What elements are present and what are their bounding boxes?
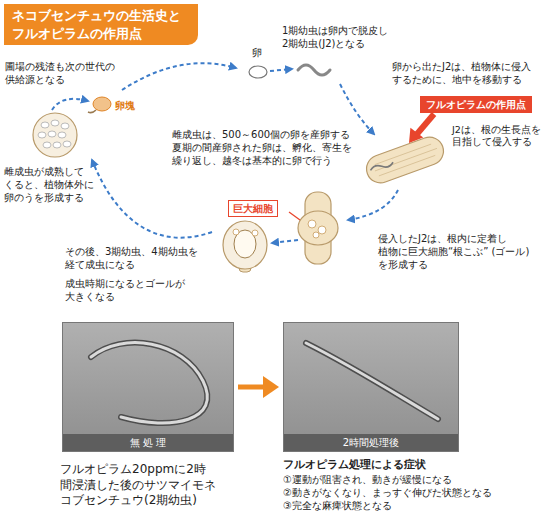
female-with-eggs xyxy=(33,113,77,157)
galled-root xyxy=(298,192,338,264)
arrow-head xyxy=(263,376,279,398)
micrograph xyxy=(284,323,459,452)
cycle-arrow xyxy=(340,84,374,134)
root-body xyxy=(363,133,448,187)
invading-larva xyxy=(370,160,394,173)
annotation: その後、3期幼虫、4期幼虫を 経て成虫になる xyxy=(65,245,207,271)
annotation: ③完全な麻痺状態となる xyxy=(283,499,392,512)
nematode-outline xyxy=(306,343,438,419)
nematode-body xyxy=(306,343,438,419)
root-cells xyxy=(373,143,439,177)
giant-cell xyxy=(252,230,258,236)
giant-cell-label-box: 巨大細胞 xyxy=(228,200,278,217)
egg-mass-blob xyxy=(93,97,111,111)
j2-larva xyxy=(298,65,330,75)
connector-line xyxy=(238,385,266,390)
annotation: 圃場の残渣も次の世代の 供給源となる xyxy=(5,60,123,86)
leader-line xyxy=(289,212,300,220)
cycle-arrow xyxy=(52,99,88,110)
photo-caption: フルオピラム20ppmに2時 間浸漬した後のサツマイモネ コブセンチュウ(2期幼… xyxy=(60,462,228,509)
nematode-outline xyxy=(91,343,207,423)
annotation: 卵から出たJ2は、植物体に侵入 するために、地中を移動する xyxy=(392,60,544,86)
annotation: 雌成虫は、500～600個の卵を産卵する 夏期の間産卵された卵は、孵化、寄生を … xyxy=(172,128,360,167)
annotation: ①運動が阻害され、動きが緩慢になる xyxy=(283,473,452,486)
annotation: 卵 xyxy=(252,46,262,59)
annotation: 雌成虫が成熟して くると、植物体外に 卵のうを形成する xyxy=(4,165,100,204)
eggs xyxy=(38,120,71,148)
connector-arrow xyxy=(238,376,279,398)
egg-sac xyxy=(33,113,77,157)
photo-panel: 無 処 理 xyxy=(62,322,234,452)
action-arrow xyxy=(409,114,434,143)
micrograph xyxy=(63,323,234,452)
annotation: ②動きがなくなり、まっすぐ伸びた状態となる xyxy=(283,486,492,499)
gall-with-female xyxy=(223,221,267,272)
cycle-arrow xyxy=(92,160,212,238)
photo-panel: 2時間処理後 xyxy=(283,322,459,452)
diagram-title: ネコブセンチュウの生活史と フルオピラムの作用点 xyxy=(4,4,198,45)
photo-label: 無 処 理 xyxy=(63,434,233,451)
cycle-arrow xyxy=(270,69,292,71)
action-arrow-shaft xyxy=(417,114,434,134)
cycle-arrows xyxy=(52,63,398,243)
box-text: 巨大細胞 xyxy=(233,202,273,215)
cycle-arrow xyxy=(122,63,236,90)
egg-mass-worm xyxy=(88,110,96,113)
action-arrow-head xyxy=(409,128,423,143)
annotation: J2は、根の生長点を 目指して侵入する xyxy=(452,124,547,149)
action-point-box: フルオピラムの作用点 xyxy=(420,96,532,113)
giant-cell xyxy=(313,232,319,238)
nematode-body xyxy=(91,343,207,423)
annotation: 成虫時期になるとゴールが 大きくなる xyxy=(65,277,207,303)
egg-mass xyxy=(88,97,111,113)
root xyxy=(363,133,448,187)
giant-cell xyxy=(308,220,316,228)
cycle-arrow xyxy=(348,190,398,220)
annotation: 1期幼虫は卵内で脱皮し 2期幼虫(J2)となる xyxy=(282,24,407,50)
list-heading: フルオピラム処理による症状 xyxy=(283,458,426,472)
giant-cell xyxy=(318,226,326,234)
egg xyxy=(249,66,267,78)
giant-cell xyxy=(233,229,239,235)
annotation: 卵塊 xyxy=(115,99,135,112)
gall xyxy=(298,211,338,245)
box-text: フルオピラムの作用点 xyxy=(426,98,526,111)
photo-label: 2時間処理後 xyxy=(284,434,458,451)
annotation: 侵入したJ2は、根内に定着し 植物に巨大細胞“根こぶ” (ゴール)を形成する xyxy=(378,232,530,271)
cycle-arrow xyxy=(272,240,298,243)
gall xyxy=(223,221,267,269)
